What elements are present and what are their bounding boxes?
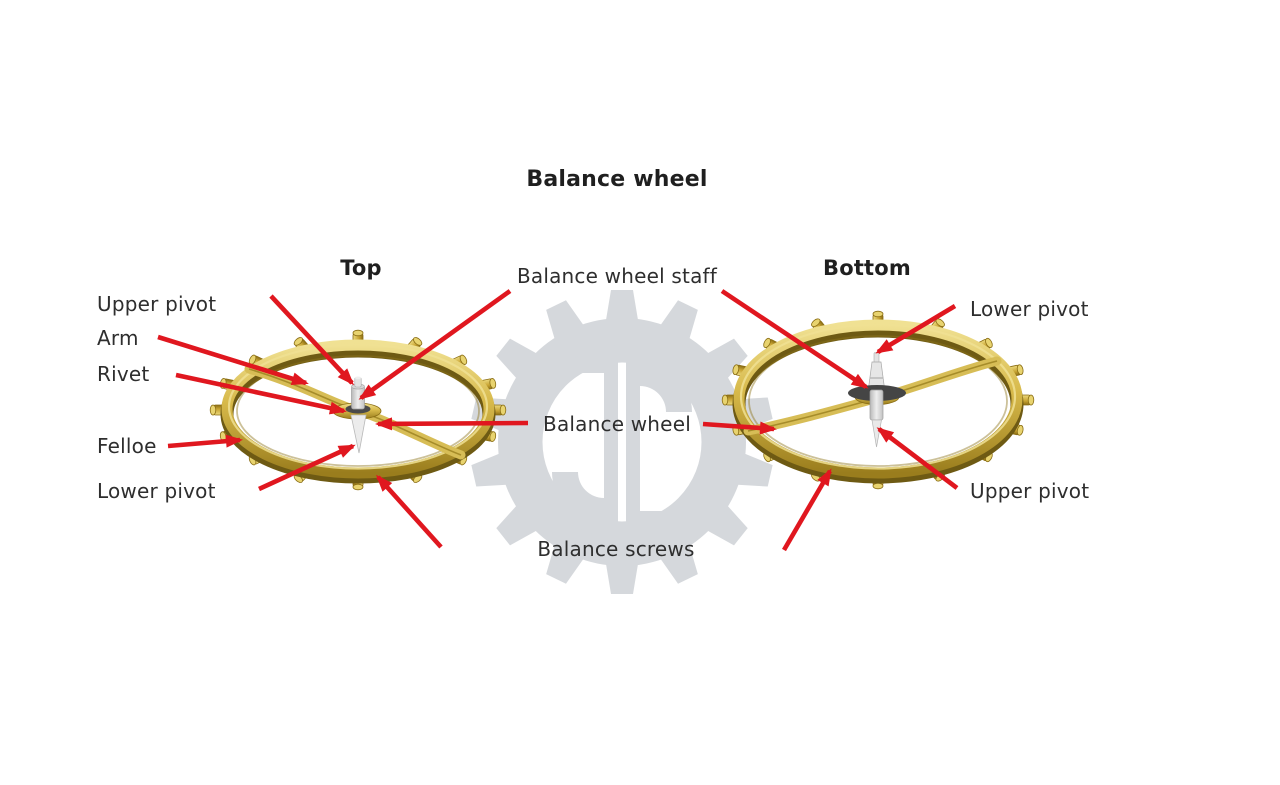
balance-wheel-bottom-view: [721, 310, 1035, 490]
watermark-gear-monogram-logo: [470, 290, 774, 594]
monogram-letters: [552, 360, 692, 524]
felloe-rim-bottom-view: [732, 319, 1024, 484]
arrow-lower-pivot-bottom: [875, 304, 957, 354]
arrow-staff-to-top-view: [358, 289, 512, 400]
arrow-arm: [157, 334, 309, 386]
annotation-arrows: [157, 289, 959, 552]
arrow-upper-pivot-top: [269, 294, 355, 386]
arrow-rivet: [175, 372, 347, 415]
lower-pivot-cone: [350, 414, 367, 454]
felloe-rim-top-view: [220, 339, 496, 484]
arrow-felloe: [167, 434, 243, 449]
arrow-wheel-right: [702, 421, 777, 435]
label-balance-wheel-staff: Balance wheel staff: [516, 264, 718, 288]
arrow-upper-pivot-bottom: [876, 427, 959, 490]
lower-pivot-tip: [873, 352, 880, 364]
label-balance-screws: Balance screws: [537, 537, 695, 561]
arrow-staff-to-bottom-view: [720, 289, 869, 389]
diagram-title: Balance wheel: [526, 167, 708, 192]
balance-wheel-top-view: [209, 329, 507, 491]
arrow-lower-pivot-top: [258, 443, 356, 492]
label-upper-pivot-top: Upper pivot: [97, 292, 217, 316]
label-lower-pivot-top: Lower pivot: [97, 479, 216, 503]
label-lower-pivot-bottom: Lower pivot: [970, 297, 1089, 321]
arrow-screws-right: [782, 468, 832, 552]
bottom-view-heading: Bottom: [822, 256, 912, 280]
arrow-wheel-left: [375, 417, 529, 431]
top-view-heading: Top: [340, 256, 382, 280]
label-felloe: Felloe: [97, 434, 157, 458]
label-upper-pivot-bottom: Upper pivot: [970, 479, 1090, 503]
label-rivet: Rivet: [97, 362, 150, 386]
staff-bottom-view: [848, 352, 906, 448]
upper-pivot-cone: [871, 419, 882, 448]
label-balance-wheel: Balance wheel: [543, 412, 691, 436]
arrow-screws-left: [375, 474, 443, 549]
label-arm: Arm: [97, 326, 139, 350]
